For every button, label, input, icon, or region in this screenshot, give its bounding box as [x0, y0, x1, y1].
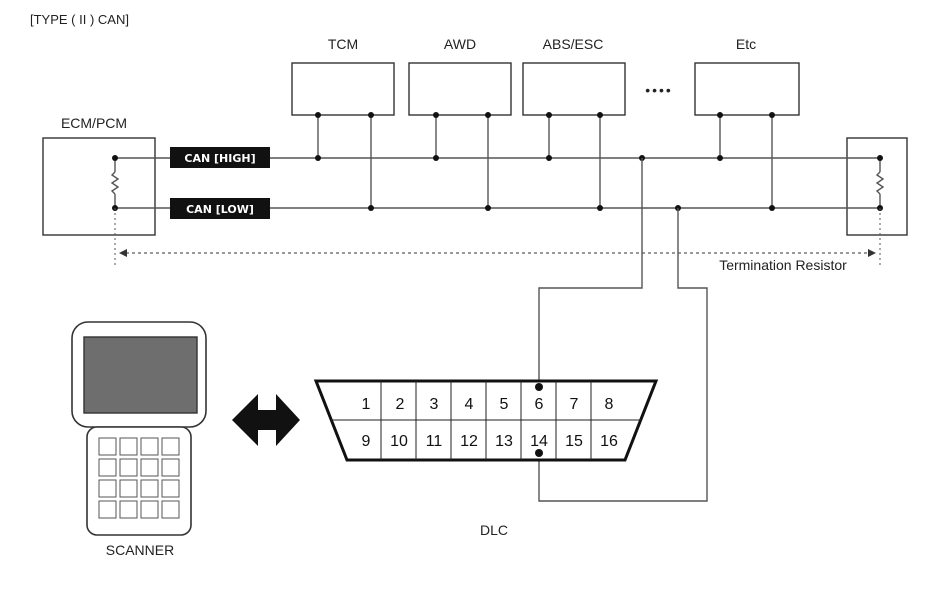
dlc-pin: 10 [390, 433, 408, 450]
scanner-label: SCANNER [106, 542, 174, 558]
dlc-pin: 12 [460, 433, 478, 450]
can-high-tag: CAN [HIGH] [170, 147, 270, 168]
dlc-pins-top: 1 2 3 4 5 6 7 8 [362, 396, 614, 413]
junction-dots [112, 112, 883, 211]
more-modules-ellipsis: •••• [645, 82, 673, 98]
pin-6-contact [535, 383, 543, 391]
module-tcm-label: TCM [328, 36, 358, 52]
scanner-screen [83, 336, 198, 414]
dlc-pin: 5 [500, 396, 509, 413]
ecm-pcm-module: ECM/PCM [42, 115, 156, 236]
dlc-pin: 1 [362, 396, 371, 413]
module-awd: AWD [408, 36, 512, 116]
dlc-pins-bottom: 9 10 11 12 13 14 15 16 [362, 433, 618, 450]
ecm-pcm-label: ECM/PCM [61, 115, 127, 131]
bidirectional-arrow-icon [232, 394, 300, 446]
module-etc-label: Etc [736, 36, 756, 52]
dlc-pin: 2 [396, 396, 405, 413]
module-awd-label: AWD [444, 36, 476, 52]
dlc-pin: 14 [530, 433, 548, 450]
dlc-pin: 8 [605, 396, 614, 413]
termination-box [846, 137, 908, 236]
dlc-pin: 13 [495, 433, 513, 450]
termination-resistor-label: Termination Resistor [719, 257, 847, 273]
dlc-pin: 11 [426, 433, 443, 450]
can-low-tag: CAN [LOW] [170, 198, 270, 219]
can-high-label: CAN [HIGH] [184, 152, 255, 165]
module-abs-esc: ABS/ESC [522, 36, 626, 116]
scanner-device [71, 321, 207, 536]
dlc-pin: 7 [570, 396, 579, 413]
dlc-pin: 3 [430, 396, 439, 413]
can-low-label: CAN [LOW] [186, 203, 254, 216]
dlc-pin: 9 [362, 433, 371, 450]
diagram-title: [TYPE ( II ) CAN] [30, 12, 129, 27]
pin-14-contact [535, 449, 543, 457]
module-etc: Etc [694, 36, 800, 116]
dlc-connector [313, 379, 659, 462]
module-tcm: TCM [291, 36, 395, 116]
dlc-pin: 4 [465, 396, 474, 413]
module-abs-esc-label: ABS/ESC [543, 36, 604, 52]
dlc-pin: 6 [535, 396, 544, 413]
scanner-keypad [98, 437, 180, 519]
module-drop-lines [317, 115, 773, 208]
dlc-pin: 16 [600, 433, 618, 450]
dlc-wires [538, 158, 708, 502]
dlc-pin: 15 [565, 433, 583, 450]
dlc-label: DLC [480, 522, 508, 538]
